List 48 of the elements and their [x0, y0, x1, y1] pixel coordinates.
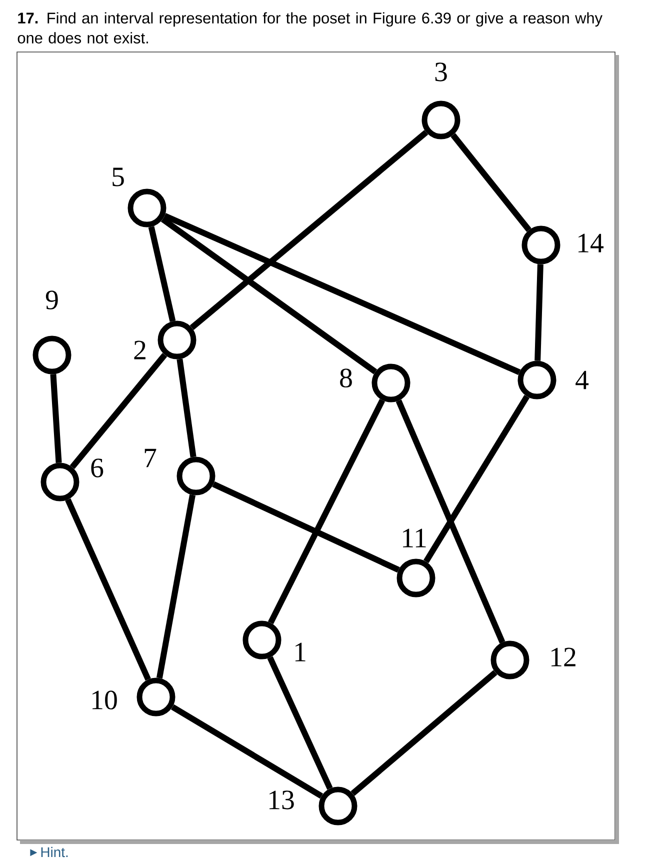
poset-vertex: [318, 786, 358, 826]
poset-edge: [50, 374, 62, 463]
vertex-label: 1: [295, 642, 306, 662]
poset-vertex: [32, 336, 72, 374]
question-text: 17. Find an interval representation for the poset in Figure 6.39 or give a reason why one does not exist.: [18, 12, 602, 44]
poset-edge: [212, 481, 400, 573]
poset-edge: [396, 400, 506, 644]
hint-link: Hint.: [30, 846, 68, 858]
poset-edge: [267, 656, 333, 790]
poset-edge: [170, 704, 324, 799]
poset-vertex: [422, 100, 460, 140]
vertex-label: 4: [576, 370, 589, 390]
poset-edge: [450, 133, 532, 232]
poset-edge: [156, 494, 196, 679]
poset-edge: [350, 670, 498, 796]
poset-vertex: [518, 360, 556, 400]
vertex-label: 7: [144, 448, 156, 468]
poset-vertex: [176, 456, 216, 496]
vertex-label: 8: [340, 368, 352, 388]
poset-vertex: [490, 640, 530, 680]
vertex-label: 14: [578, 234, 604, 252]
poset-edge: [163, 213, 521, 375]
poset-vertex: [136, 678, 176, 716]
vertex-label: 5: [112, 168, 124, 186]
vertex-label: 10: [92, 690, 117, 710]
poset-edge: [423, 394, 530, 564]
poset-vertex: [158, 320, 196, 360]
vertex-label: 2: [134, 340, 146, 360]
poset-edge: [534, 264, 544, 361]
poset-edge: [176, 358, 196, 458]
vertex-label: 9: [46, 290, 58, 310]
poset-vertex: [522, 226, 560, 264]
vertex-label: 3: [435, 62, 447, 82]
poset-edge: [190, 130, 428, 330]
vertex-label: 12: [552, 648, 576, 666]
vertex-label: 11: [403, 528, 426, 548]
poset-edge: [148, 226, 176, 322]
vertex-label: 6: [91, 458, 104, 478]
poset-vertex: [372, 364, 410, 402]
vertex-label: 13: [270, 790, 294, 810]
poset-edge: [268, 398, 386, 624]
poset-vertex: [128, 188, 166, 228]
poset-edge: [70, 352, 168, 470]
poset-vertex: [40, 462, 80, 502]
poset-edge: [160, 216, 378, 374]
poset-vertex: [242, 620, 282, 660]
poset-edge: [65, 498, 151, 681]
poset-vertex: [396, 558, 436, 598]
